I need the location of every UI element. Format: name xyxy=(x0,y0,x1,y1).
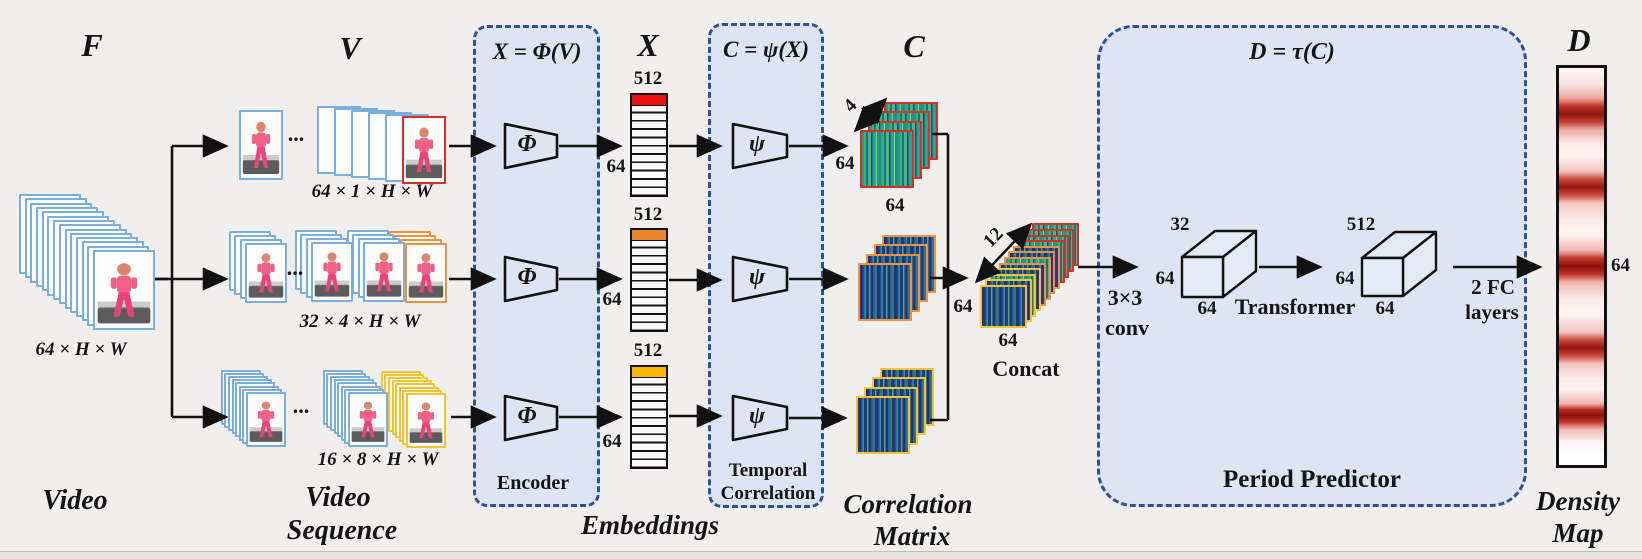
stage-label-v: V xyxy=(339,30,361,66)
embedding-3-side-label: 64 xyxy=(602,431,622,452)
fc-label-line1: 2 FC xyxy=(1471,275,1515,299)
embedding-column-2 xyxy=(630,228,668,332)
temporal-caption-line1: Temporal xyxy=(728,460,808,481)
seq3-g3-layer xyxy=(406,393,446,448)
encoder-caption: Encoder xyxy=(496,472,570,494)
corr-red-layer xyxy=(860,130,914,188)
concat-bottom-label: 64 xyxy=(998,330,1018,351)
stage-label-c: C xyxy=(903,28,925,64)
exercise-person-thumbnail xyxy=(249,401,283,442)
correlation-caption-line1: Correlation xyxy=(843,489,973,519)
cube1-top-label: 32 xyxy=(1170,214,1190,235)
density-caption-line1: Density xyxy=(1536,486,1620,516)
seq1-single-layer xyxy=(239,110,283,180)
density-caption-line2: Map xyxy=(1552,518,1604,548)
conv-label-line1: 3×3 xyxy=(1107,285,1143,310)
cube2-top-label: 512 xyxy=(1346,214,1376,235)
stage-label-d: D xyxy=(1567,22,1591,58)
exercise-person-thumbnail xyxy=(405,127,443,179)
phi-symbol-3: Φ xyxy=(517,403,537,429)
embedding-column-2-top-stripe xyxy=(630,228,668,241)
fc-label-line2: layers xyxy=(1465,300,1519,324)
exercise-person-thumbnail xyxy=(242,121,280,174)
correlation-caption-line2: Matrix xyxy=(873,521,951,551)
period-caption: Period Predictor xyxy=(1223,466,1401,493)
seq2-g1-layer xyxy=(245,243,287,303)
embedding-2-top-label: 512 xyxy=(633,204,663,225)
seq-row1-ellipsis: ... xyxy=(287,121,305,146)
phi-symbol-2: Φ xyxy=(517,264,537,290)
conv-label-line2: conv xyxy=(1105,315,1149,340)
embedding-column-1 xyxy=(630,93,668,197)
sequence-caption-line2: Sequence xyxy=(286,515,398,546)
density-map-column xyxy=(1556,65,1607,468)
temporal-caption-line2: Correlation xyxy=(720,483,816,504)
seq2-g2-layer xyxy=(311,242,353,302)
stage-label-x: X xyxy=(637,27,659,63)
cube2-bottom-label: 64 xyxy=(1375,298,1395,319)
seq-row2-dims: 32 × 4 × H × W xyxy=(299,311,421,332)
phi-symbol-1: Φ xyxy=(517,131,537,157)
period-formula: D = τ(C) xyxy=(1249,39,1335,65)
cube1-bottom-label: 64 xyxy=(1197,298,1217,319)
concat-caption: Concat xyxy=(992,356,1060,381)
embedding-1-side-label: 64 xyxy=(606,156,626,177)
density-side-label: 64 xyxy=(1611,255,1630,276)
exercise-person-thumbnail xyxy=(314,252,350,297)
embedding-column-3 xyxy=(630,365,668,469)
seq2-g3-layer xyxy=(363,242,405,302)
video-stack-layer xyxy=(93,250,155,330)
embedding-2-side-label: 64 xyxy=(602,289,622,310)
psi-symbol-2: ψ xyxy=(748,264,766,290)
embedding-column-1-top-stripe xyxy=(630,93,668,106)
video-caption: Video xyxy=(42,485,108,516)
exercise-person-thumbnail xyxy=(351,401,385,442)
cube2-side-label: 64 xyxy=(1335,268,1355,289)
temporal-formula: C = ψ(X) xyxy=(723,37,809,62)
stage-label-f: F xyxy=(81,27,103,63)
seq3-g1-layer xyxy=(246,392,286,447)
embeddings-caption: Embeddings xyxy=(580,510,720,540)
embedding-1-top-label: 512 xyxy=(633,68,663,89)
seq-row2-ellipsis: ... xyxy=(286,255,304,280)
correlation-side-label: 64 xyxy=(835,153,855,174)
correlation-bottom-label: 64 xyxy=(885,195,905,216)
exercise-person-thumbnail xyxy=(97,263,151,324)
seq-row1-dims: 64 × 1 × H × W xyxy=(311,181,433,202)
corr-yellow-layer xyxy=(856,396,910,454)
psi-symbol-3: ψ xyxy=(748,403,766,429)
seq2-g4-layer xyxy=(405,243,447,303)
seq-row3-dims: 16 × 8 × H × W xyxy=(317,449,439,470)
embedding-column-3-top-stripe xyxy=(630,365,668,378)
encoder-formula: X = Φ(V) xyxy=(492,39,582,64)
corr-orange-layer xyxy=(858,263,912,321)
exercise-person-thumbnail xyxy=(409,402,443,443)
concat-stack-layer xyxy=(980,285,1027,328)
video-dims: 64 × H × W xyxy=(35,339,127,360)
psi-symbol-1: ψ xyxy=(748,131,766,157)
sequence-caption-line1: Video xyxy=(305,482,371,513)
exercise-person-thumbnail xyxy=(366,252,402,297)
exercise-person-thumbnail xyxy=(408,253,444,298)
seq3-g2-layer xyxy=(348,392,388,447)
seq-row3-ellipsis: ... xyxy=(292,393,310,418)
embedding-3-top-label: 512 xyxy=(633,340,663,361)
concat-side-label: 64 xyxy=(953,296,973,317)
exercise-person-thumbnail xyxy=(248,253,284,298)
seq1-group-layer xyxy=(402,116,446,184)
cube1-side-label: 64 xyxy=(1155,268,1175,289)
transformer-label: Transformer xyxy=(1234,294,1356,319)
